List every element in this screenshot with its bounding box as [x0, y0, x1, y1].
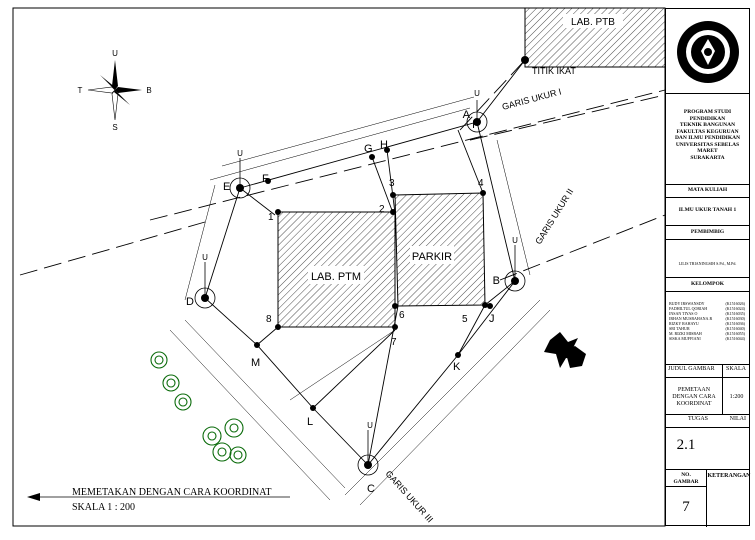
station-a: A	[463, 109, 471, 121]
point-6: 6	[399, 310, 405, 321]
compass-west: B	[146, 86, 151, 95]
judul-gambar-label: JUDUL GAMBAR	[668, 366, 715, 372]
station-north-arrows	[204, 100, 516, 465]
lab-ptm-building: LAB. PTM	[277, 211, 396, 328]
member-row: M. RIZKI MISBAH (K1516055)	[669, 331, 745, 336]
point-8: 8	[266, 314, 272, 325]
institution-block: PROGRAM STUDI PENDIDIKAN TEKNIK BANGUNAN…	[674, 109, 741, 161]
skala-label: SKALA	[725, 366, 746, 372]
member-row: INSAN TIYAS O (K1516035)	[669, 311, 745, 316]
garis-ukur-2: GARIS UKUR II	[533, 187, 575, 246]
north-arrow-label-b: U	[512, 236, 518, 245]
point-1: 1	[268, 212, 274, 223]
kelompok-label: KELOMPOK	[691, 281, 724, 287]
garis-ukur-3: GARIS UKUR III	[384, 469, 436, 525]
member-list: BUDY IRSWANSDY (K1516026) FADHILTUL QORI…	[666, 301, 749, 341]
tugas-value: 2.1	[676, 437, 696, 453]
tugas-header: TUGAS NILAI	[666, 415, 749, 427]
skala-value: 1:200	[729, 394, 744, 400]
station-l: L	[307, 416, 313, 428]
point-3: 3	[389, 178, 395, 189]
no-gambar-label: NO. GAMBAR	[673, 472, 699, 485]
judul-gambar-value: PEMETAAN DENGAN CARA KOORDINAT	[672, 387, 716, 407]
station-g: G	[364, 143, 373, 155]
station-j: J	[489, 313, 495, 325]
point-5: 5	[462, 314, 468, 325]
station-m: M	[251, 357, 260, 369]
nilai-label: NILAI	[729, 416, 746, 422]
compass-east: T	[78, 86, 83, 95]
point-7: 7	[391, 337, 397, 348]
parkir-label: PARKIR	[412, 251, 452, 263]
corner-points	[275, 190, 488, 330]
point-2: 2	[379, 204, 385, 215]
drawing-title: MEMETAKAN DENGAN CARA KOORDINAT SKALA 1 …	[27, 487, 290, 513]
lab-ptm-label: LAB. PTM	[311, 271, 361, 283]
no-gambar-value: 7	[682, 499, 690, 515]
mata-kuliah-label: MATA KULIAH	[687, 187, 728, 193]
title-text: MEMETAKAN DENGAN CARA KOORDINAT	[72, 487, 271, 498]
station-k: K	[453, 361, 461, 373]
station-d: D	[186, 296, 194, 308]
member-row: IRHAN MUSBAHANA.R (K1516030)	[669, 316, 745, 321]
station-labels: A B C D E F G H I J K L M	[186, 109, 500, 495]
traverse-lines	[204, 59, 526, 466]
lab-ptb-label: LAB. PTB	[571, 17, 615, 28]
logo-area	[666, 9, 749, 93]
station-e: E	[223, 181, 230, 193]
point-4: 4	[478, 178, 484, 189]
trees	[150, 351, 247, 464]
member-row: FADHILTUL QORIAH (K1516024)	[669, 306, 745, 311]
station-h: H	[380, 139, 388, 151]
mata-kuliah-value: ILMU UKUR TANAH 1	[678, 207, 737, 213]
station-c: C	[367, 483, 375, 495]
university-logo	[676, 21, 739, 83]
tugas-label: TUGAS	[688, 416, 709, 422]
pembimbing-label: PEMBIMBIG	[690, 229, 725, 235]
point-labels: 1 2 3 4 5 6 7 8	[266, 178, 484, 348]
parkir-area: PARKIR	[394, 192, 486, 307]
compass-south: S	[112, 123, 117, 132]
palm-trees	[544, 332, 586, 368]
scale-text: SKALA 1 : 200	[72, 502, 135, 513]
north-arrow-label-a: U	[474, 89, 480, 98]
compass-rose: U S T B	[78, 49, 152, 132]
member-row: SISKA MUFFIANI (K1516044)	[669, 336, 745, 341]
member-row: SRI TAHUR (K1516040)	[669, 326, 745, 331]
garis-ukur-1: GARIS UKUR I	[501, 86, 563, 111]
pembimbing-value: LILIS TRIANINGSIH S.Pd., M.Pd.	[678, 261, 737, 266]
keterangan-label: KETERANGAN	[707, 473, 751, 479]
station-i: I	[472, 119, 475, 131]
north-arrow-label-c: U	[367, 421, 373, 430]
compass-north: U	[112, 49, 118, 58]
north-arrow-label-e: U	[237, 149, 243, 158]
title-block: PROGRAM STUDI PENDIDIKAN TEKNIK BANGUNAN…	[665, 8, 751, 527]
dashed-lines	[19, 59, 666, 281]
station-b: B	[493, 275, 500, 287]
member-row: BUDY IRSWANSDY (K1516026)	[669, 301, 745, 306]
member-row: RIZKY RAHAYU (K1516036)	[669, 321, 745, 326]
station-f: F	[262, 173, 269, 185]
titik-ikat-label: TITIK IKAT	[532, 66, 576, 76]
judul-header: JUDUL GAMBAR SKALA	[666, 365, 749, 377]
lab-ptb-building: LAB. PTB	[524, 7, 666, 68]
north-arrow-label-d: U	[202, 253, 208, 262]
